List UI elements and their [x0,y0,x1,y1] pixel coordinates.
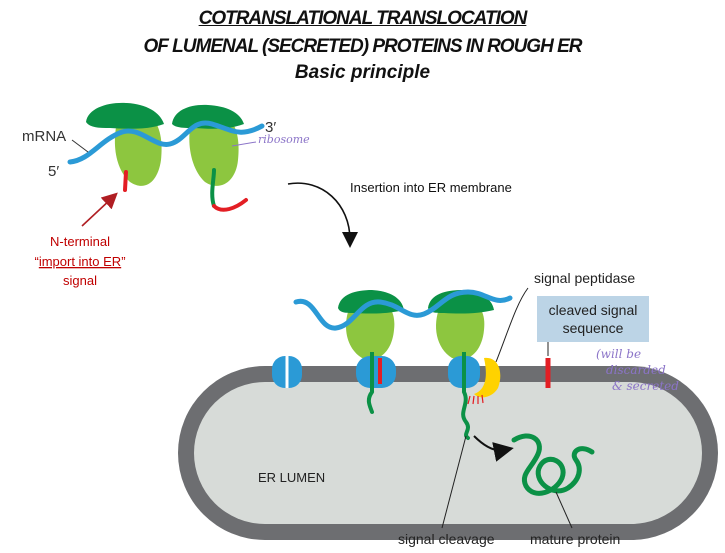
mrna-strand-top [67,120,265,165]
handwritten-note-line-1: (will be [596,347,641,361]
er-lumen-label: ER LUMEN [258,470,325,485]
bound-ribosome-2 [428,290,501,440]
signal-label-quote-open: “ [34,254,38,269]
mature-protein-label: mature protein [530,531,620,547]
signal-peptidase-pointer [495,287,529,363]
ribosome-2-large-subunit [172,104,244,129]
signal-label-line-3: signal [63,273,97,288]
bound-ribosome-2-small [436,300,485,360]
cleaved-signal-label-1: cleaved signal [549,302,638,318]
mature-protein-shape [511,433,595,496]
ribosome-handwritten-note: ribosome [258,133,310,146]
three-prime-label: 3′ [265,119,276,136]
insertion-arrow [287,182,358,248]
signal-arrow [81,192,118,227]
mrna-label: mRNA [22,128,66,145]
mrna-strand-er [293,289,513,331]
handwritten-note: (will be discarded & secreted [596,347,679,393]
maturation-arrow [473,435,514,462]
signal-cleavage-pointer [441,435,467,529]
five-prime-label: 5′ [48,163,59,180]
ribosome-note-line [231,141,257,147]
nascent-chain-2 [210,168,216,208]
signal-label-line-1: N-terminal [50,234,110,249]
ribosome-1-large-subunit [86,102,164,129]
handwritten-note-line-2: discarded [606,363,666,377]
signal-label-line-2: “import into ER” [34,254,125,269]
nascent-signal-1 [123,170,128,192]
ribosome-2-small-subunit [189,116,239,186]
free-ribosomes-group [67,102,265,212]
signal-peptidase-label: signal peptidase [534,270,635,286]
nascent-signal-2 [212,198,248,212]
signal-peptidase-shape [474,357,501,398]
mature-protein-pointer [555,491,573,529]
cleaved-signal-label-2: sequence [563,320,624,336]
signal-cleavage-label: signal cleavage [398,531,495,547]
translocon-1 [272,356,302,388]
insertion-label: Insertion into ER membrane [350,180,512,195]
mrna-pointer-line [71,139,89,153]
signal-label-quote-close: ” [121,254,125,269]
cleaved-signal-box [537,296,649,342]
title-line-2: OF LUMENAL (SECRETED) PROTEINS IN ROUGH … [143,36,583,57]
er-lumen [194,382,702,524]
signal-label-link: import into ER [39,254,121,269]
handwritten-note-line-3: & secreted [612,379,679,393]
title-line-1: COTRANSLATIONAL TRANSLOCATION [198,8,528,29]
title-line-3: Basic principle [294,62,431,83]
